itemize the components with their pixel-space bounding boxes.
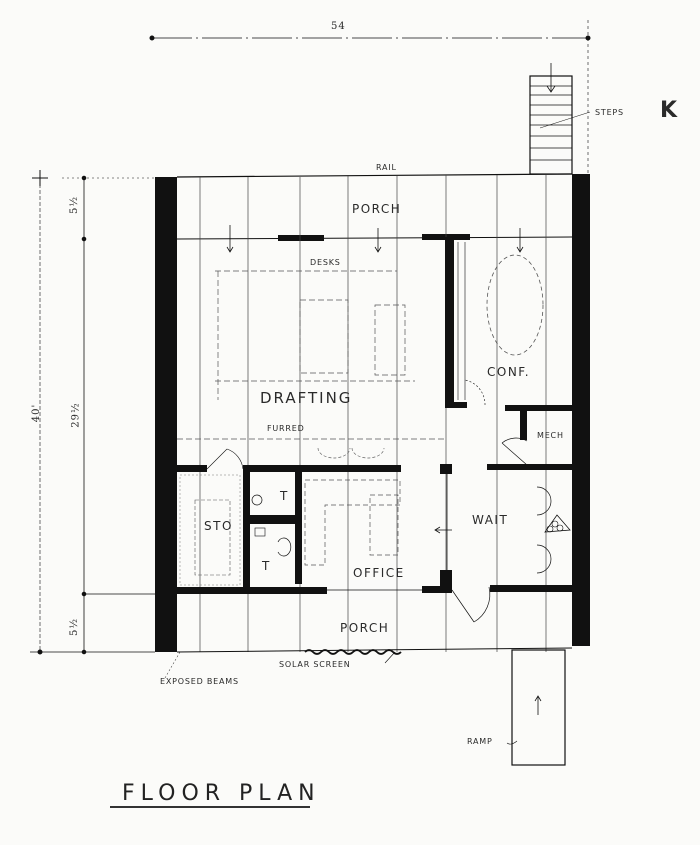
drawing-title: FLOOR PLAN <box>122 781 321 806</box>
east-wall <box>572 174 590 646</box>
room-label-conf: CONF. <box>487 365 531 379</box>
depth-dimension-lines <box>30 170 160 655</box>
bottom-porch-depth-dimension: 5½ <box>69 617 81 637</box>
room-label-toilet-1: T <box>280 489 289 503</box>
conf-west-wall <box>445 237 454 407</box>
overall-width-dimension: 54 <box>331 21 346 32</box>
interior-depth-dimension: 29½ <box>70 402 82 428</box>
solar-screen-line <box>304 649 402 655</box>
room-label-toilet-2: T <box>262 559 271 573</box>
north-arrow-icon: K <box>660 98 679 123</box>
stairs <box>529 63 591 175</box>
top-porch-depth-dimension: 5½ <box>69 195 81 215</box>
desks-label: DESKS <box>310 258 341 267</box>
room-label-office: OFFICE <box>353 566 405 580</box>
room-label-porch-north: PORCH <box>352 202 402 216</box>
room-label-wait: WAIT <box>472 513 509 527</box>
ramp-label: RAMP <box>467 737 493 746</box>
width-dimension-line <box>149 20 591 175</box>
solar-screen-label: SOLAR SCREEN <box>279 660 351 669</box>
furred-label: FURRED <box>267 424 305 433</box>
room-label-sto: STO <box>204 519 233 533</box>
room-label-drafting: DRAFTING <box>260 389 353 407</box>
west-wall <box>155 177 177 652</box>
steps-label: STEPS <box>595 108 624 117</box>
room-label-mech: MECH <box>537 431 564 440</box>
exposed-beams-label: EXPOSED BEAMS <box>160 677 239 686</box>
rail-label: RAIL <box>376 163 397 172</box>
room-label-porch-south: PORCH <box>340 621 390 635</box>
overall-depth-dimension: 40' <box>31 403 43 423</box>
porch-rail <box>176 173 573 178</box>
title-underline <box>110 806 310 808</box>
ramp <box>511 649 566 766</box>
